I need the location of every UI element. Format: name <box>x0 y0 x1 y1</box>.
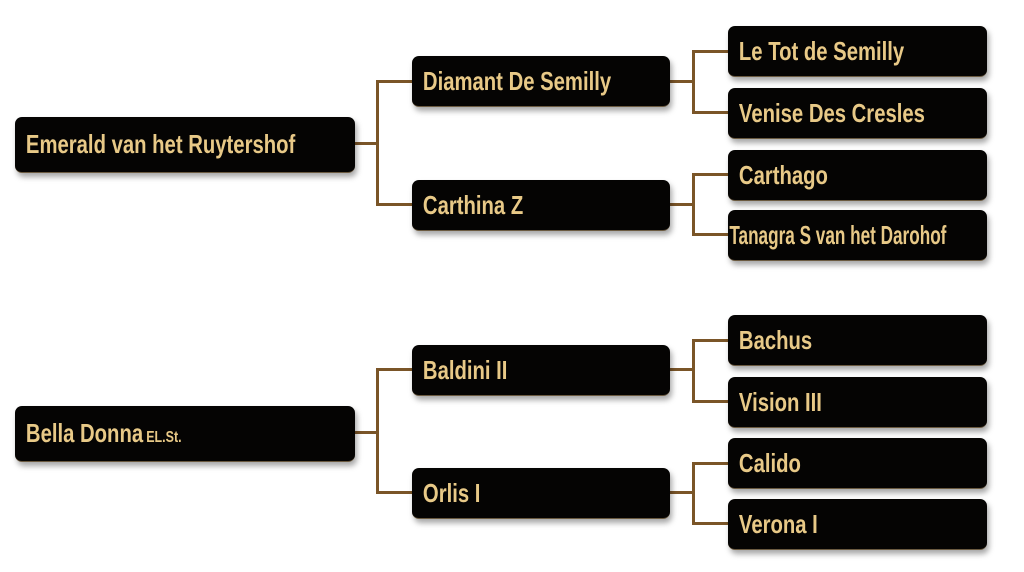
connector <box>692 462 695 524</box>
granddam-name: Verona I <box>738 508 818 539</box>
connector <box>670 368 694 371</box>
connector <box>376 80 379 206</box>
connector <box>692 462 728 465</box>
connector <box>376 368 379 494</box>
connector <box>692 233 728 236</box>
subject-box: Emerald van het Ruytershof <box>15 117 355 173</box>
connector <box>692 339 695 402</box>
sire-box: Diamant De Semilly <box>412 56 670 107</box>
granddam-name: Venise Des Cresles <box>738 97 925 128</box>
granddam-box: Venise Des Cresles <box>728 88 987 139</box>
subject-name-text: Bella Donna <box>25 418 144 448</box>
connector <box>376 368 412 371</box>
sire-name: Diamant De Semilly <box>422 65 612 96</box>
grandsire-name: Le Tot de Semilly <box>738 35 905 66</box>
connector <box>692 522 728 525</box>
connector <box>376 203 412 206</box>
dam-name: Carthina Z <box>422 189 524 220</box>
grandsire-name: Carthago <box>738 159 828 190</box>
granddam-name: Vision III <box>738 386 822 417</box>
connector <box>376 491 412 494</box>
connector <box>355 431 379 434</box>
connector <box>692 50 695 114</box>
connector <box>692 111 728 114</box>
grandsire-name: Calido <box>738 447 801 478</box>
granddam-box: Vision III <box>728 377 987 428</box>
connector <box>692 400 728 403</box>
connector <box>670 491 694 494</box>
connector <box>670 203 694 206</box>
granddam-box: Tanagra S van het Darohof <box>728 210 987 261</box>
grandsire-box: Le Tot de Semilly <box>728 26 987 77</box>
subject-name: Emerald van het Ruytershof <box>25 129 296 159</box>
dam-box: Carthina Z <box>412 180 670 231</box>
subject-suffix: EL.St. <box>146 429 182 446</box>
grandsire-box: Calido <box>728 438 987 489</box>
connector <box>692 50 728 53</box>
sire-name: Baldini II <box>422 354 508 385</box>
dam-name: Orlis I <box>422 477 481 508</box>
grandsire-name: Bachus <box>738 324 813 355</box>
connector <box>376 80 412 83</box>
connector <box>355 142 379 145</box>
grandsire-box: Bachus <box>728 315 987 366</box>
connector <box>692 173 695 235</box>
granddam-name: Tanagra S van het Darohof <box>729 219 947 250</box>
dam-box: Orlis I <box>412 468 670 519</box>
grandsire-box: Carthago <box>728 150 987 201</box>
sire-box: Baldini II <box>412 345 670 396</box>
connector <box>692 173 728 176</box>
connector <box>692 339 728 342</box>
granddam-box: Verona I <box>728 499 987 550</box>
connector <box>670 80 694 83</box>
